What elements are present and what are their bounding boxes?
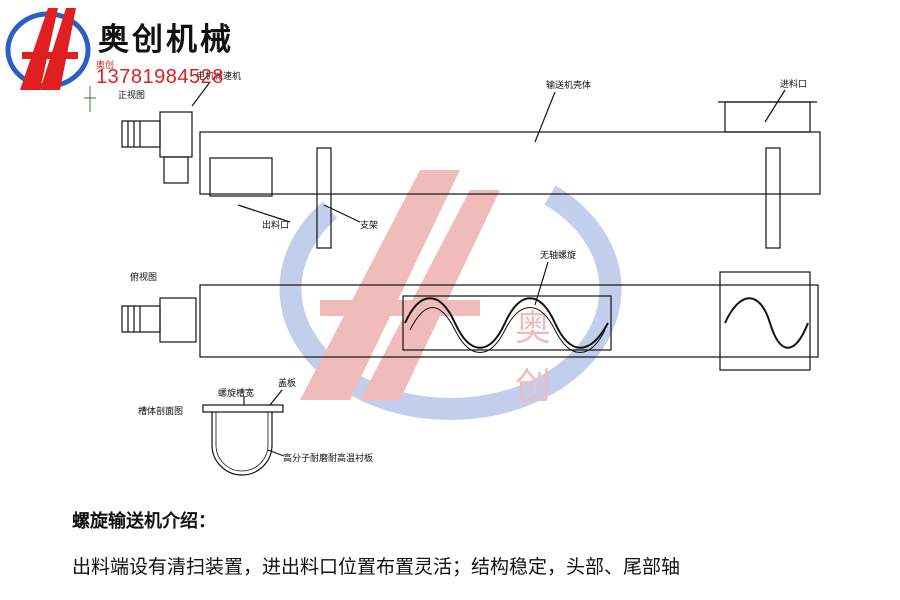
label-motor: 电机减速机 bbox=[196, 70, 241, 82]
intro-title: 螺旋输送机介绍： bbox=[72, 511, 216, 532]
shaftless-screw-2 bbox=[724, 297, 809, 349]
section-trough bbox=[211, 412, 273, 476]
label-inlet: 进料口 bbox=[780, 78, 807, 90]
label-trough-width: 螺旋槽宽 bbox=[218, 387, 254, 399]
front-view bbox=[121, 81, 821, 249]
brand-phone: 13781984528 bbox=[96, 66, 224, 88]
brand-logo: 奥创 bbox=[5, 8, 114, 112]
label-top-view: 俯视图 bbox=[130, 271, 157, 283]
screw-window-1 bbox=[402, 295, 612, 351]
screw-window-inlet bbox=[719, 271, 811, 371]
watermark-glyph-1: 奥 bbox=[515, 308, 551, 349]
intro-body: 出料端设有清扫装置，进出料口位置布置灵活；结构稳定，头部、尾部轴 bbox=[72, 556, 681, 578]
label-shaftless-screw: 无轴螺旋 bbox=[540, 249, 576, 261]
section-cover bbox=[202, 404, 284, 413]
label-section-view: 槽体剖面图 bbox=[138, 405, 183, 417]
top-trough bbox=[199, 284, 819, 358]
watermark-glyph-2: 创 bbox=[515, 366, 551, 407]
front-gearbox-lower bbox=[163, 156, 189, 184]
section-view bbox=[202, 389, 285, 476]
brand-name: 奥创机械 bbox=[98, 22, 234, 58]
outlet-port bbox=[209, 157, 273, 197]
logo-side-text: 奥创 bbox=[96, 59, 114, 71]
label-front-view: 正视图 bbox=[118, 89, 145, 101]
top-gearbox bbox=[159, 297, 197, 343]
top-view bbox=[121, 261, 819, 371]
front-gearbox bbox=[159, 111, 193, 158]
watermark: 奥 创 bbox=[279, 170, 622, 420]
label-shell: 输送机壳体 bbox=[546, 79, 591, 91]
label-support: 支架 bbox=[360, 219, 378, 231]
label-outlet: 出料口 bbox=[262, 219, 289, 231]
shaftless-screw-1 bbox=[404, 297, 609, 349]
support-leg-1 bbox=[316, 147, 332, 249]
support-leg-2 bbox=[765, 147, 781, 249]
conveyor-shell bbox=[199, 131, 821, 195]
label-liner: 高分子耐磨耐高温衬板 bbox=[283, 452, 373, 464]
label-cover: 盖板 bbox=[278, 377, 296, 389]
